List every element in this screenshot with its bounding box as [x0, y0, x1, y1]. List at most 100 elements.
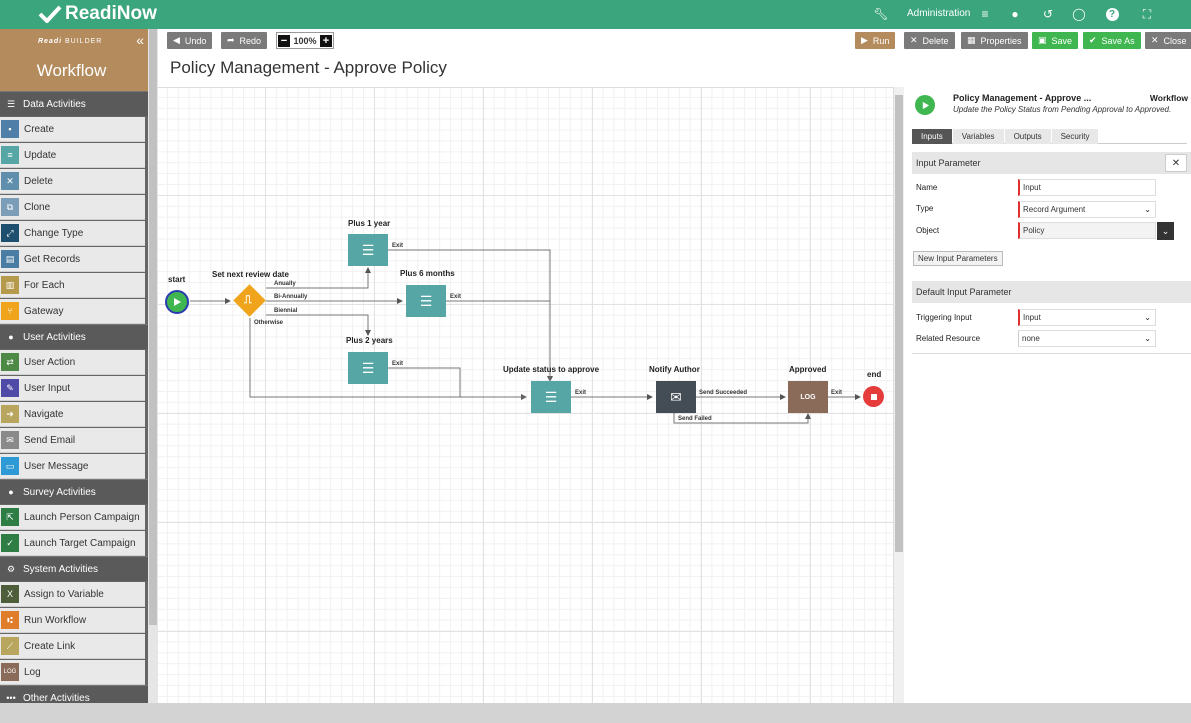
- activity-update[interactable]: ≡Update: [0, 143, 145, 168]
- activity-run-workflow[interactable]: ⑆ Run Workflow: [0, 608, 145, 633]
- update-icon: ☰: [361, 359, 375, 376]
- activity-label: Launch Target Campaign: [24, 537, 136, 549]
- activity-create-link[interactable]: ⟋Create Link: [0, 634, 145, 659]
- clone-icon: ⧉: [1, 198, 19, 216]
- gateway-icon: ⎍: [244, 294, 252, 306]
- activity-delete[interactable]: ✕Delete: [0, 169, 145, 194]
- category-data-activities[interactable]: ☰Data Activities: [0, 91, 148, 116]
- name-label: Name: [916, 183, 938, 192]
- close-button[interactable]: ✕Close: [1145, 32, 1191, 49]
- activity-get-records[interactable]: ▤Get Records: [0, 247, 145, 272]
- end-label: end: [867, 370, 882, 379]
- tab-inputs[interactable]: Inputs: [912, 129, 952, 144]
- panel-scrollbar[interactable]: [148, 29, 158, 703]
- plus-6-months-node[interactable]: ☰: [406, 285, 446, 317]
- activity-for-each[interactable]: ▥For Each: [0, 273, 145, 298]
- zoom-in-button[interactable]: +: [320, 34, 332, 47]
- for-each-icon: ▥: [1, 276, 19, 294]
- activity-label: Create: [24, 123, 55, 135]
- activity-label: Navigate: [24, 408, 64, 420]
- activity-change-type[interactable]: ⤢Change Type: [0, 221, 145, 246]
- activity-user-input[interactable]: ✎User Input: [0, 376, 145, 401]
- redo-button[interactable]: ➦Redo: [221, 32, 268, 49]
- edge-label-send-failed: Send Failed: [678, 416, 712, 422]
- connector-layer: [190, 249, 861, 424]
- approved-log-node[interactable]: LOG: [788, 381, 828, 413]
- help-icon[interactable]: ?: [1104, 6, 1120, 22]
- category-system-activities[interactable]: ⚙System Activities: [0, 556, 148, 581]
- end-node[interactable]: [863, 386, 884, 407]
- edge-label-plus2-exit: Exit: [392, 361, 404, 367]
- activity-send-email[interactable]: ✉Send Email: [0, 428, 145, 453]
- activity-user-message[interactable]: ▭User Message: [0, 454, 145, 479]
- collapse-panel-icon[interactable]: «: [136, 32, 144, 48]
- builder-panel-title: Workflow: [36, 61, 107, 80]
- delete-button[interactable]: ✕Delete: [904, 32, 955, 49]
- edge-biennial: [266, 314, 371, 336]
- user-icon[interactable]: ●: [1011, 7, 1019, 21]
- properties-icon: ▦: [967, 35, 976, 45]
- type-select[interactable]: Record Argument⌄: [1018, 201, 1156, 218]
- update-status-node[interactable]: ☰: [531, 381, 571, 413]
- category-survey-activities[interactable]: ●Survey Activities: [0, 479, 148, 504]
- edge-label-plus1-exit: Exit: [392, 243, 404, 249]
- remove-input-button[interactable]: ✕: [1165, 154, 1187, 172]
- undo-button[interactable]: ◀Undo: [167, 32, 213, 49]
- log-icon: LOG: [1, 663, 19, 681]
- tab-security[interactable]: Security: [1051, 129, 1099, 144]
- plus-2-years-node[interactable]: ☰: [348, 352, 388, 384]
- history-icon[interactable]: ↺: [1042, 7, 1054, 21]
- activity-user-action[interactable]: ⇄User Action: [0, 350, 145, 375]
- logo-check-icon: [38, 5, 62, 23]
- hamburger-icon[interactable]: ≡: [981, 7, 989, 21]
- activity-clone[interactable]: ⧉Clone: [0, 195, 145, 220]
- object-picker-button[interactable]: ⌄: [1157, 222, 1174, 240]
- readinow-logo[interactable]: ReadiNow: [38, 3, 157, 25]
- run-button[interactable]: ▶Run: [855, 32, 896, 49]
- activity-label: Run Workflow: [24, 614, 87, 626]
- category-other-activities[interactable]: •••Other Activities: [0, 685, 148, 703]
- edge-label-biennial: Biennial: [274, 308, 298, 314]
- wrench-icon[interactable]: 🔧︎: [873, 7, 889, 21]
- activity-label: Launch Person Campaign: [24, 511, 140, 523]
- tab-outputs[interactable]: Outputs: [1004, 129, 1051, 144]
- edge-otherwise: [249, 318, 527, 400]
- plus-1-year-node[interactable]: ☰: [348, 234, 388, 266]
- save-button[interactable]: ▣Save: [1032, 32, 1079, 49]
- related-resource-select[interactable]: none⌄: [1018, 330, 1156, 347]
- start-node[interactable]: [165, 290, 189, 314]
- input-parameter-title: Input Parameter: [916, 158, 981, 168]
- fullscreen-icon[interactable]: ⛶: [1142, 6, 1152, 21]
- activity-label: Other Activities: [23, 692, 90, 704]
- save-as-button[interactable]: ✔Save As: [1083, 32, 1141, 49]
- new-input-parameters-button[interactable]: New Input Parameters: [913, 251, 1003, 266]
- create-link-icon: ⟋: [1, 637, 19, 655]
- activity-create[interactable]: ▪Create: [0, 117, 145, 142]
- user-input-icon: ✎: [1, 379, 19, 397]
- object-field[interactable]: Policy: [1018, 222, 1156, 239]
- activity-launch-person-campaign[interactable]: ⇱Launch Person Campaign: [0, 505, 145, 530]
- notify-author-node[interactable]: ✉: [656, 381, 696, 413]
- tab-variables[interactable]: Variables: [952, 129, 1004, 144]
- category-user-activities[interactable]: ●User Activities: [0, 324, 148, 349]
- edge-send-failed: [673, 413, 811, 424]
- run-workflow-icon: ⑆: [1, 611, 19, 629]
- activity-navigate[interactable]: ➜Navigate: [0, 402, 145, 427]
- workflow-canvas[interactable]: start Set next review date ⎍ Plus 1 year…: [158, 87, 894, 703]
- activity-launch-target-campaign[interactable]: ✓Launch Target Campaign: [0, 531, 145, 556]
- canvas-scrollbar[interactable]: [894, 87, 904, 703]
- triggering-input-select[interactable]: Input⌄: [1018, 309, 1156, 326]
- brand-name: ReadiNow: [65, 3, 157, 24]
- activity-gateway[interactable]: ⑂Gateway: [0, 299, 145, 324]
- administration-menu[interactable]: Administration: [907, 8, 971, 19]
- activity-label: User Message: [24, 460, 89, 472]
- zoom-out-button[interactable]: −: [278, 34, 290, 47]
- plus-6-months-label: Plus 6 months: [400, 269, 455, 278]
- name-field[interactable]: Input: [1018, 179, 1156, 196]
- properties-button[interactable]: ▦Properties: [961, 32, 1028, 49]
- activity-label: Update: [24, 149, 57, 161]
- chat-icon[interactable]: ◯: [1072, 7, 1086, 21]
- redo-icon: ➦: [227, 35, 235, 45]
